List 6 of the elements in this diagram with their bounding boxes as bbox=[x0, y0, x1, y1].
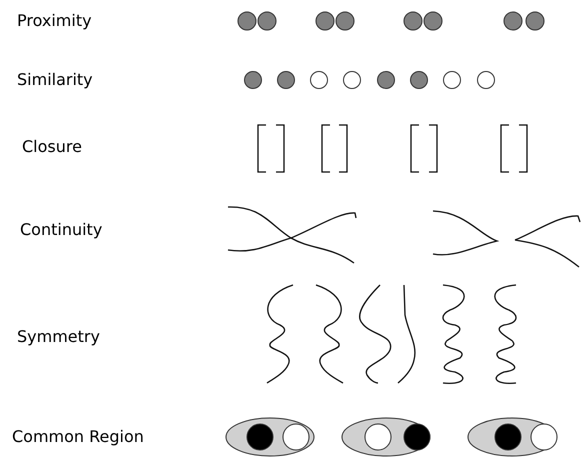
principle-label: Continuity bbox=[20, 220, 102, 240]
principle-label: Common Region bbox=[12, 427, 144, 447]
principle-label: Closure bbox=[22, 137, 82, 157]
principle-label: Proximity bbox=[17, 11, 92, 31]
principle-label: Symmetry bbox=[17, 327, 100, 347]
principle-label: Similarity bbox=[17, 70, 93, 90]
